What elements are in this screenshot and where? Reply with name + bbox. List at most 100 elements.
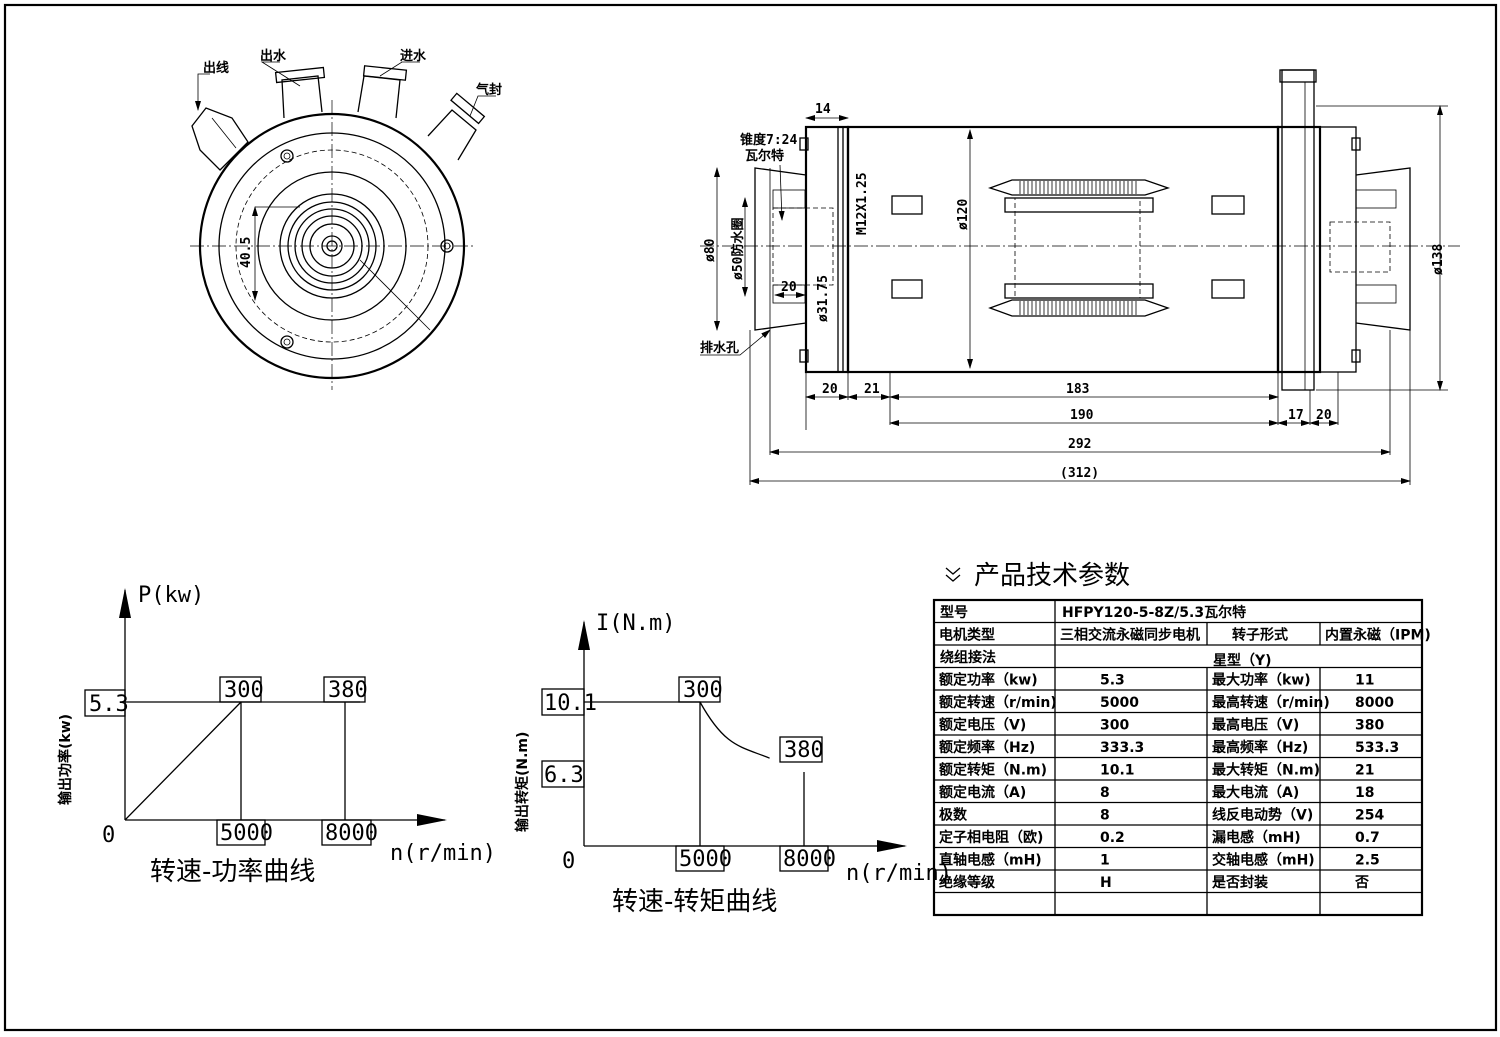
- spec-param-label: 额定电流（A): [939, 784, 1026, 801]
- spec-param-value: 否: [1354, 875, 1369, 891]
- spec-param-value: 333.3: [1100, 740, 1144, 756]
- spec-param-value: 0.2: [1100, 830, 1125, 846]
- double-chevron-down-icon: [945, 567, 961, 582]
- dim-21: 21: [864, 382, 880, 397]
- taper-sub-label: 瓦尔特: [745, 148, 784, 164]
- power-curve-title: 转速-功率曲线: [150, 857, 315, 887]
- spec-param-label: 额定电压（V): [939, 717, 1026, 734]
- dim-183: 183: [1066, 382, 1089, 397]
- spec-param-value: 18: [1355, 785, 1374, 801]
- fitting-water-in: [357, 65, 408, 119]
- dim-20-right: 20: [1316, 408, 1332, 423]
- spec-param-label: 漏电感（mH): [1212, 829, 1301, 846]
- power-x-axis-title: n(r/min): [390, 841, 496, 866]
- spec-model-label: 型号: [940, 604, 968, 621]
- torque-curve-line: [584, 701, 770, 759]
- spec-param-value: 8: [1100, 808, 1110, 824]
- power-y-label: 输出功率(kw): [57, 714, 74, 805]
- spec-param-value: 533.3: [1355, 740, 1399, 756]
- side-view: 14 锥度7:24 瓦尔特 ø80 ø50防水圈 M12X1.25 ø31.75…: [700, 69, 1460, 485]
- dim-d50: ø50防水圈: [730, 218, 746, 280]
- spec-param-label: 绝缘等级: [939, 874, 996, 891]
- dim-40-5: 40.5: [239, 237, 254, 268]
- spec-param-label: 最高频率（Hz): [1212, 739, 1308, 756]
- spec-type-cell: 内置永磁（IPM): [1325, 627, 1431, 644]
- spec-param-value: 8: [1100, 785, 1110, 801]
- power-y-axis-title: P(kw): [138, 583, 204, 608]
- spec-param-value: 5000: [1100, 695, 1139, 711]
- spec-param-value: 8000: [1355, 695, 1394, 711]
- label-air-seal: 气封: [476, 82, 502, 98]
- spec-param-value: 2.5: [1355, 853, 1380, 869]
- torque-volt-380: 380: [784, 738, 824, 763]
- spec-winding-value: 星型（Y): [1213, 652, 1272, 669]
- spec-param-label: 最大功率（kw): [1212, 672, 1311, 689]
- spec-type-cell: 转子形式: [1232, 627, 1288, 644]
- end-view: 40.5 出线 出水 进水 气封: [190, 48, 502, 390]
- spec-type-cell: 电机类型: [939, 627, 995, 644]
- power-curve-line: [124, 701, 242, 821]
- power-y-tick: 5.3: [89, 692, 129, 717]
- dim-312: (312): [1060, 466, 1099, 481]
- label-cable-out: 出线: [203, 60, 229, 76]
- spec-param-label: 交轴电感（mH): [1212, 852, 1315, 869]
- power-volt-380: 380: [328, 678, 368, 703]
- spec-param-value: 5.3: [1100, 673, 1125, 689]
- spec-param-value: 380: [1355, 718, 1384, 734]
- power-x-5000: 5000: [220, 821, 273, 846]
- spec-param-value: 21: [1355, 763, 1374, 779]
- spec-param-label: 线反电动势（V): [1212, 807, 1313, 824]
- torque-origin: 0: [562, 849, 575, 874]
- dim-m12: M12X1.25: [855, 172, 870, 235]
- spec-param-label: 最高转速（r/min): [1212, 694, 1330, 711]
- spec-param-label: 额定功率（kw): [939, 672, 1038, 689]
- spec-param-label: 额定转矩（N.m): [939, 762, 1047, 779]
- dim-20-shaft: 20: [781, 280, 797, 295]
- torque-x-axis-title: n(r/min): [846, 861, 952, 886]
- torque-volt-300: 300: [683, 678, 723, 703]
- spec-param-value: 254: [1355, 808, 1384, 824]
- spec-param-value: 0.7: [1355, 830, 1380, 846]
- spec-param-label: 极数: [939, 807, 968, 824]
- spec-param-label: 最大电流（A): [1212, 784, 1299, 801]
- label-water-out: 出水: [260, 48, 287, 64]
- fitting-cable-out: [191, 107, 249, 171]
- dim-d31: ø31.75: [816, 275, 831, 322]
- spec-type-cell: 三相交流永磁同步电机: [1060, 627, 1200, 644]
- dim-17: 17: [1288, 408, 1304, 423]
- torque-y-tick-10-1: 10.1: [544, 691, 597, 716]
- spec-param-value: H: [1100, 875, 1112, 891]
- fitting-air-seal: [427, 92, 486, 161]
- spec-winding-label: 绕组接法: [940, 649, 996, 666]
- fitting-water-out: [274, 66, 326, 119]
- dim-d120: ø120: [956, 199, 971, 230]
- torque-curve-title: 转速-转矩曲线: [612, 887, 777, 917]
- drain-label: 排水孔: [700, 340, 739, 356]
- dim-d138: ø138: [1431, 244, 1446, 275]
- spec-param-value: 300: [1100, 718, 1129, 734]
- torque-y-label: 输出转矩(N.m): [514, 732, 531, 832]
- rotor-lamination-bottom: [988, 283, 1170, 317]
- spec-param-label: 是否封装: [1212, 874, 1269, 891]
- torque-y-tick-6-3: 6.3: [544, 763, 584, 788]
- power-curve: P(kw) 输出功率(kw) 0 5.3 300 380 5000 8000 n…: [57, 583, 496, 887]
- spec-param-label: 直轴电感（mH): [939, 852, 1042, 869]
- torque-curve: I(N.m) 输出转矩(N.m) 0 10.1 6.3 300 380 5000…: [514, 611, 952, 917]
- dim-14: 14: [815, 102, 831, 117]
- rotor-lamination-top: [987, 179, 1171, 213]
- power-volt-300: 300: [224, 678, 264, 703]
- spec-heading: 产品技术参数: [974, 561, 1130, 591]
- sheet-border: [3, 3, 1498, 1032]
- spec-model-value: HFPY120-5-8Z/5.3瓦尔特: [1062, 604, 1246, 621]
- spec-param-value: 1: [1100, 853, 1110, 869]
- spec-param-label: 额定频率（Hz): [939, 739, 1035, 756]
- spec-param-label: 最大转矩（N.m): [1212, 762, 1320, 779]
- torque-x-5000: 5000: [679, 847, 732, 872]
- spec-param-label: 最高电压（V): [1212, 717, 1299, 734]
- power-origin: 0: [102, 823, 115, 848]
- torque-y-axis-title: I(N.m): [596, 611, 675, 636]
- torque-x-8000: 8000: [783, 847, 836, 872]
